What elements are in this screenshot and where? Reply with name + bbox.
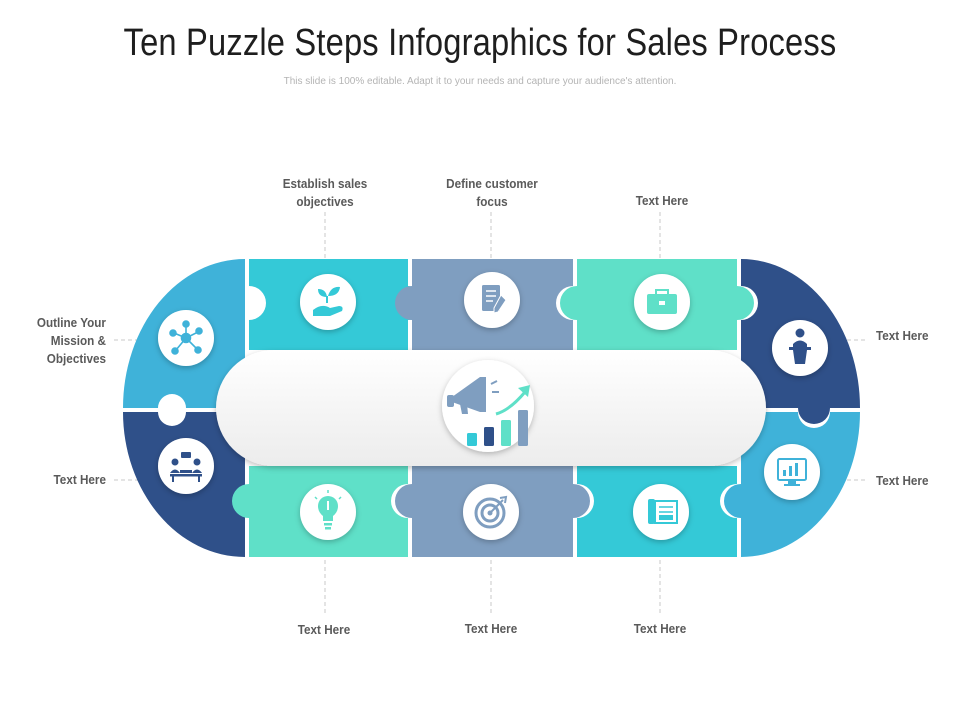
connector-lines xyxy=(114,212,868,616)
monitor-chart-icon xyxy=(777,458,807,486)
step-label-9: Text Here xyxy=(297,622,351,637)
network-icon xyxy=(169,320,203,355)
briefcase-icon xyxy=(647,289,677,314)
step-label-6: Text Here xyxy=(876,473,929,488)
step-label-5: Text Here xyxy=(876,328,929,343)
page-subtitle: This slide is 100% editable. Adapt it to… xyxy=(283,76,677,87)
step-label-3: Define customer focus xyxy=(446,176,538,209)
step-label-10: Text Here xyxy=(53,472,106,487)
target-icon xyxy=(474,495,508,529)
lightbulb-icon xyxy=(314,490,342,530)
document-pen-icon xyxy=(482,285,507,314)
step-label-4: Text Here xyxy=(635,193,689,208)
step-label-1: Outline Your Mission & Objectives xyxy=(36,315,106,366)
step-label-7: Text Here xyxy=(633,621,687,636)
step-label-8: Text Here xyxy=(464,621,518,636)
speaker-podium-icon xyxy=(789,328,811,364)
page-title: Ten Puzzle Steps Infographics for Sales … xyxy=(123,22,837,64)
step-icon-circles xyxy=(158,272,828,540)
megaphone-growth-icon xyxy=(447,377,530,446)
hand-plant-icon xyxy=(313,286,343,316)
blueprint-icon xyxy=(648,499,678,524)
meeting-icon xyxy=(170,452,202,482)
step-label-2: Establish sales objectives xyxy=(282,176,368,209)
